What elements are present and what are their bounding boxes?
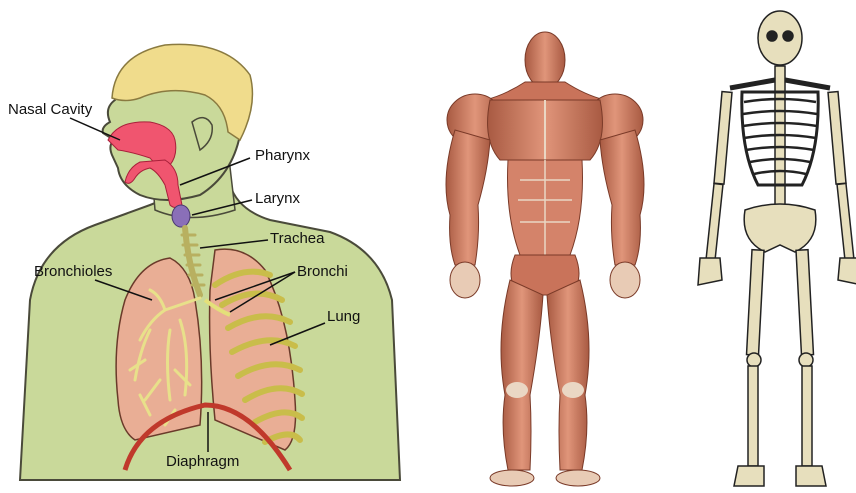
muscle-traps xyxy=(485,82,605,100)
respiratory-system-panel: Nasal Cavity Pharynx Larynx Trachea Bron… xyxy=(0,0,420,493)
left-humerus xyxy=(714,92,732,185)
muscle-left-hand xyxy=(450,262,480,298)
left-forearm xyxy=(706,184,723,260)
label-pharynx: Pharynx xyxy=(255,147,311,164)
muscle-left-arm xyxy=(446,130,490,265)
skull xyxy=(758,11,802,65)
label-bronchi: Bronchi xyxy=(297,263,348,280)
respiratory-system-illustration: Nasal Cavity Pharynx Larynx Trachea Bron… xyxy=(0,0,420,493)
muscular-system-figure xyxy=(420,0,670,493)
muscular-system-panel xyxy=(420,0,670,493)
skeleton-panel xyxy=(670,0,856,493)
left-patella xyxy=(747,353,761,367)
muscle-right-leg xyxy=(547,280,589,470)
right-hand-bones xyxy=(838,258,856,285)
right-femur xyxy=(796,250,813,355)
muscle-right-foot xyxy=(556,470,600,486)
left-hand-bones xyxy=(698,258,722,285)
label-larynx: Larynx xyxy=(255,190,301,207)
muscle-right-arm xyxy=(600,130,644,265)
label-bronchioles: Bronchioles xyxy=(34,263,112,280)
label-nasal-cavity: Nasal Cavity xyxy=(8,101,93,118)
right-humerus xyxy=(828,92,846,185)
muscle-left-foot xyxy=(490,470,534,486)
right-foot-bones xyxy=(796,466,826,486)
right-tibia xyxy=(802,366,812,466)
muscle-left-leg xyxy=(501,280,543,470)
label-lung: Lung xyxy=(327,308,360,325)
muscle-head xyxy=(525,32,565,88)
larynx-shape xyxy=(172,205,190,227)
left-femur xyxy=(747,250,764,355)
right-patella xyxy=(799,353,813,367)
muscle-right-hand xyxy=(610,262,640,298)
muscle-left-knee xyxy=(506,382,528,398)
label-trachea: Trachea xyxy=(270,230,325,247)
pelvis xyxy=(744,204,816,252)
muscle-right-knee xyxy=(562,382,584,398)
label-diaphragm: Diaphragm xyxy=(166,453,239,470)
left-foot-bones xyxy=(734,466,764,486)
left-tibia xyxy=(748,366,758,466)
skeleton-figure xyxy=(670,0,856,493)
right-forearm xyxy=(837,183,854,259)
